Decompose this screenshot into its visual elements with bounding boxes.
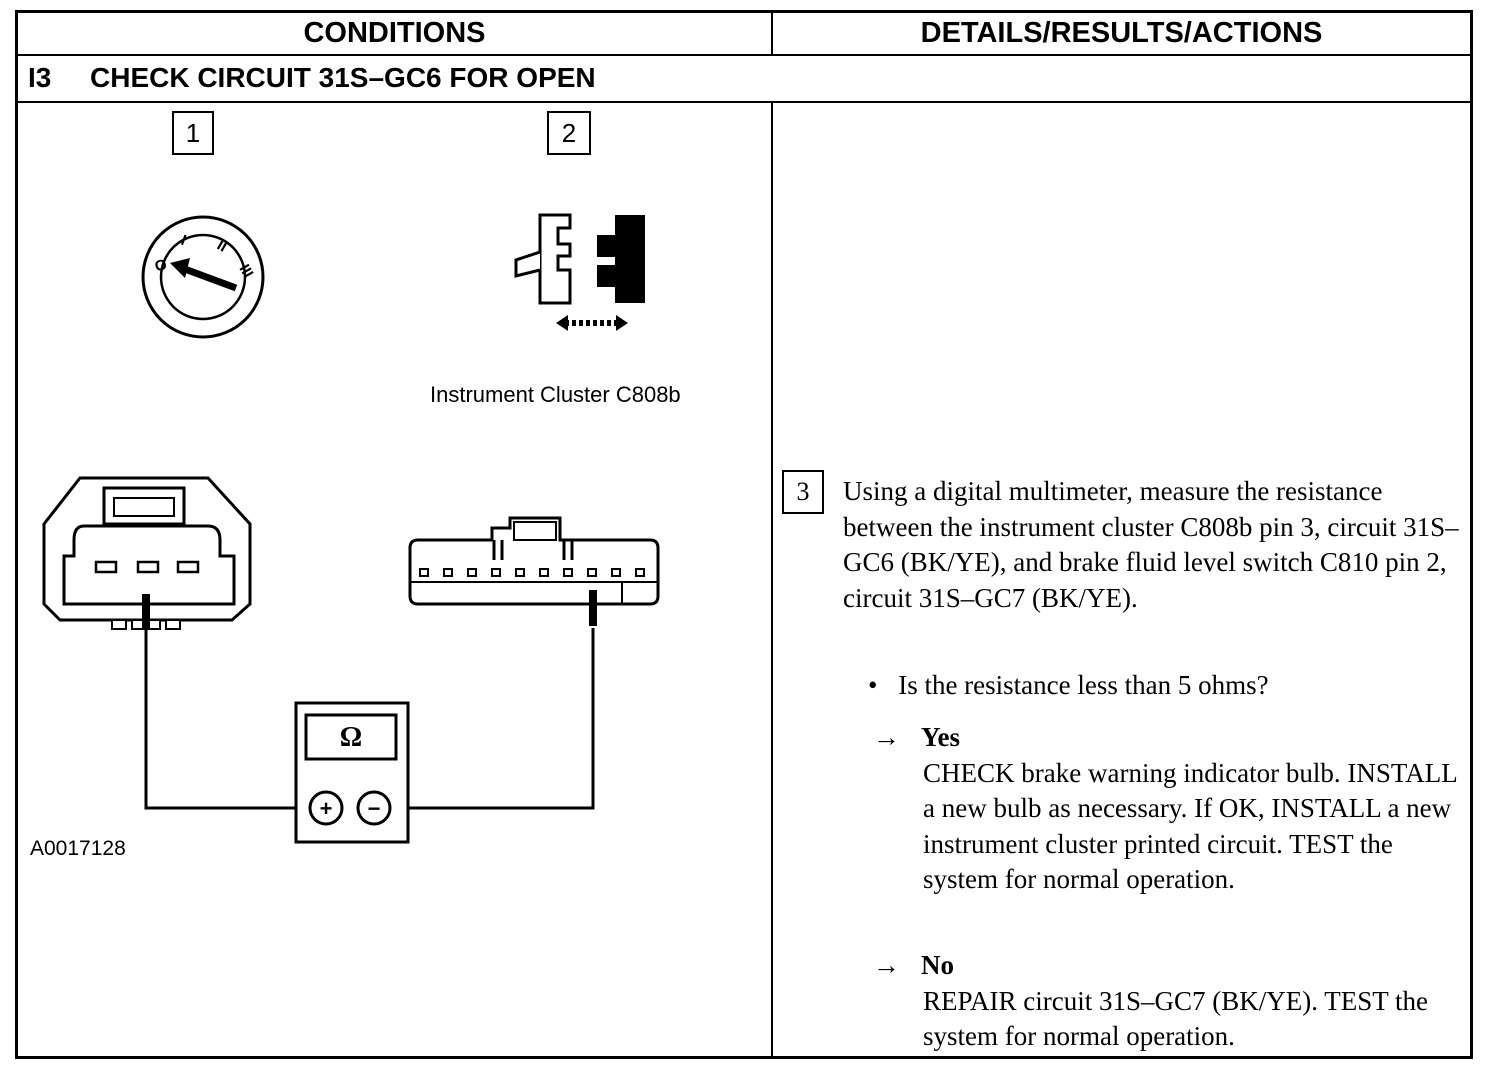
disconnect-connector-icon bbox=[514, 213, 645, 331]
column-divider bbox=[771, 103, 773, 1056]
answer-no: → No REPAIR circuit 31S–GC7 (BK/YE). TEST… bbox=[873, 948, 1463, 1055]
plus-terminal: + bbox=[320, 796, 333, 821]
yes-text: CHECK brake warning indicator bulb. INST… bbox=[923, 757, 1457, 895]
callout-3: 3 bbox=[782, 470, 824, 514]
minus-terminal: − bbox=[368, 796, 381, 821]
question-text: Is the resistance less than 5 ohms? bbox=[898, 670, 1269, 700]
cluster-connector-c808b-icon bbox=[408, 516, 660, 626]
details-header: DETAILS/RESULTS/ACTIONS bbox=[773, 13, 1470, 56]
step-number: I3 bbox=[28, 62, 52, 93]
yes-arrow: → bbox=[873, 722, 900, 752]
step-title-row: I3 CHECK CIRCUIT 31S–GC6 FOR OPEN bbox=[18, 56, 1470, 103]
no-arrow: → bbox=[873, 950, 900, 980]
ohm-symbol: Ω bbox=[340, 722, 362, 753]
answer-yes: → Yes CHECK brake warning indicator bulb.… bbox=[873, 720, 1463, 898]
question-line: • Is the resistance less than 5 ohms? bbox=[868, 670, 1269, 701]
multimeter-icon: Ω + − bbox=[294, 701, 410, 844]
bullet-dot: • bbox=[868, 670, 878, 700]
test-lead-negative bbox=[394, 628, 595, 810]
no-text: REPAIR circuit 31S–GC7 (BK/YE). TEST the… bbox=[923, 985, 1429, 1052]
step-title: CHECK CIRCUIT 31S–GC6 FOR OPEN bbox=[90, 62, 596, 93]
callout-1: 1 bbox=[172, 111, 214, 155]
switch-connector-c810-icon bbox=[42, 476, 252, 630]
ignition-switch-icon: O I II III bbox=[141, 215, 265, 339]
connector-caption: Instrument Cluster C808b bbox=[430, 382, 681, 407]
figure-id: A0017128 bbox=[30, 837, 126, 860]
yes-label: Yes bbox=[921, 722, 960, 752]
callout-2: 2 bbox=[547, 111, 591, 155]
no-label: No bbox=[921, 950, 954, 980]
conditions-header: CONDITIONS bbox=[18, 13, 773, 56]
ignition-pos-1: I bbox=[179, 232, 189, 249]
instruction-text: Using a digital multimeter, measure the … bbox=[843, 476, 1459, 613]
test-lead-positive bbox=[144, 628, 306, 810]
procedure-table: CONDITIONS DETAILS/RESULTS/ACTIONS I3 CH… bbox=[15, 10, 1473, 1059]
